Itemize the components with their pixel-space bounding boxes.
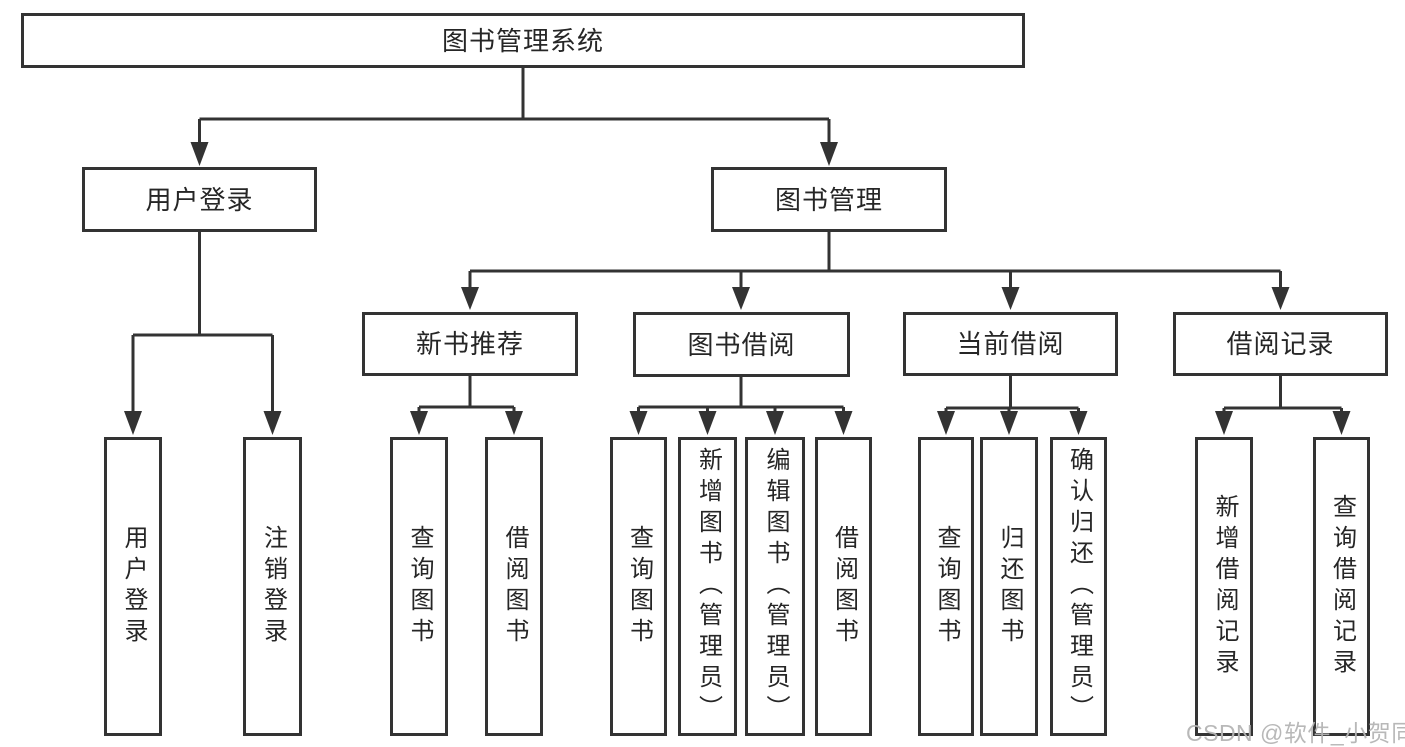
leaf-query-borrow-record-label: 查询借阅记录 [1328,493,1356,680]
leaf-confirm-return-admin: 确认归还（管理员） [1050,437,1107,736]
leaf-return-books-label: 归还图书 [996,524,1023,649]
leaf-user-login-label: 用户登录 [120,524,147,649]
node-root-label: 图书管理系统 [441,25,604,56]
leaf-query-books-borrow-label: 查询图书 [625,524,653,649]
leaf-query-borrow-record: 查询借阅记录 [1313,437,1370,736]
leaf-logout: 注销登录 [243,437,302,736]
node-book-management-label: 图书管理 [774,184,883,215]
node-current-borrow-label: 当前借阅 [956,329,1065,359]
leaf-confirm-return-admin-label: 确认归还（管理员） [1065,447,1093,726]
edge-book-management-to-level3 [461,232,1290,310]
edge-current-borrow-to-leaves [937,376,1088,435]
leaf-edit-books-admin-label: 编辑图书（管理员） [762,447,789,726]
leaf-add-borrow-record-label: 新增借阅记录 [1211,493,1238,680]
leaf-return-books: 归还图书 [980,437,1038,736]
node-current-borrow: 当前借阅 [903,312,1118,376]
leaf-borrow-books-label: 借阅图书 [830,524,858,649]
leaf-edit-books-admin: 编辑图书（管理员） [745,437,805,736]
leaf-add-books-admin: 新增图书（管理员） [678,437,737,736]
node-new-book-recommend: 新书推荐 [362,312,578,376]
leaf-borrow-books: 借阅图书 [815,437,872,736]
leaf-add-borrow-record: 新增借阅记录 [1195,437,1253,736]
edge-user-login-to-leaves [124,232,282,435]
node-book-management: 图书管理 [711,167,947,232]
edge-new-book-recommend-to-leaves [410,376,523,435]
leaf-user-login: 用户登录 [104,437,162,736]
leaf-query-books-borrow: 查询图书 [610,437,667,736]
node-book-borrow: 图书借阅 [633,312,850,377]
node-borrow-records: 借阅记录 [1173,312,1388,376]
leaf-query-books-current: 查询图书 [918,437,974,736]
leaf-logout-label: 注销登录 [259,524,287,649]
leaf-query-books-recommend: 查询图书 [390,437,448,736]
leaf-query-books-current-label: 查询图书 [933,524,960,649]
node-borrow-records-label: 借阅记录 [1226,329,1335,359]
csdn-watermark: CSDN @软件_小贺同学 [1186,720,1405,746]
edge-root-to-level2 [190,68,838,166]
node-user-login: 用户登录 [82,167,317,232]
leaf-borrow-books-recommend: 借阅图书 [485,437,543,736]
leaf-borrow-books-recommend-label: 借阅图书 [501,524,528,649]
node-root-library-system: 图书管理系统 [21,13,1025,68]
leaf-add-books-admin-label: 新增图书（管理员） [694,447,722,726]
edge-borrow-records-to-leaves [1215,376,1351,435]
node-user-login-label: 用户登录 [145,184,254,215]
leaf-query-books-recommend-label: 查询图书 [406,524,433,649]
node-book-borrow-label: 图书借阅 [687,329,796,360]
edge-book-borrow-to-leaves [629,377,853,435]
node-new-book-recommend-label: 新书推荐 [415,329,524,359]
